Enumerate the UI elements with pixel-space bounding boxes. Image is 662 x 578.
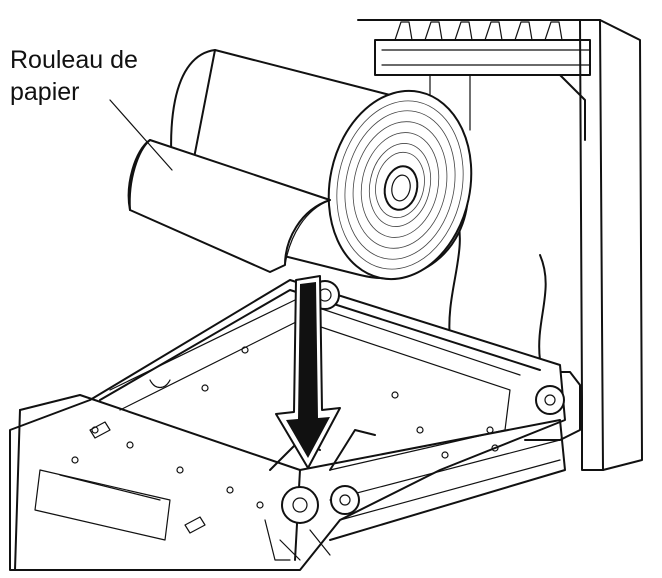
callout-leader-line: [109, 99, 173, 171]
paper-roll-label: Rouleau de papier: [10, 44, 138, 108]
paper-roll-label-line1: Rouleau de: [10, 46, 138, 74]
paper-roll-icon: [127, 49, 473, 281]
gear-assembly: [264, 385, 565, 561]
paper-roll-label-line2: papier: [10, 78, 80, 106]
down-arrow-icon: [275, 275, 341, 469]
